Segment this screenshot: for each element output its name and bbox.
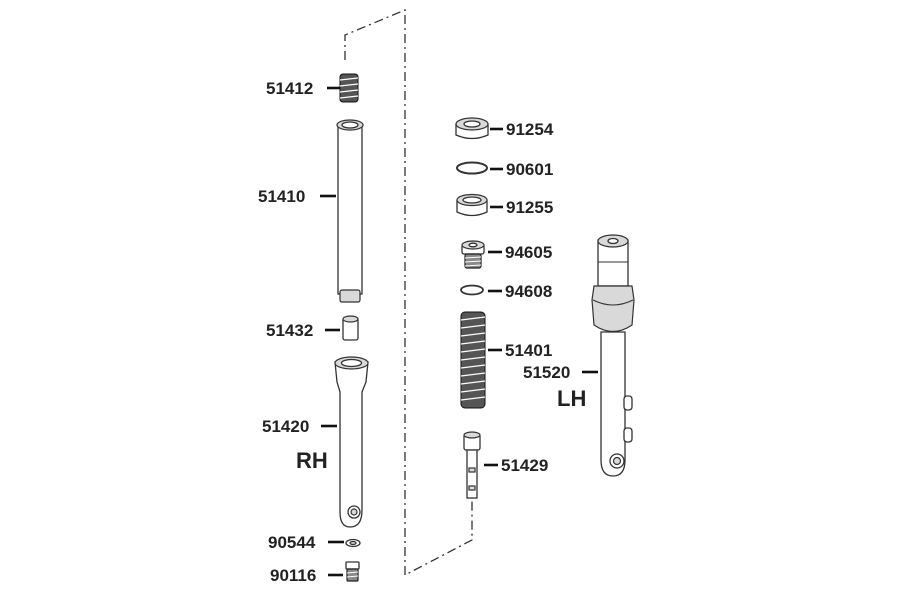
- label-rh: RH: [296, 448, 328, 473]
- label-51520: 51520: [523, 363, 570, 382]
- label-lh: LH: [557, 386, 586, 411]
- label-51420: 51420: [262, 417, 309, 436]
- label-91254: 91254: [506, 120, 554, 139]
- label-94605: 94605: [505, 243, 552, 262]
- part-90544-washer: [345, 538, 361, 548]
- part-51429-damper-rod: [463, 431, 481, 499]
- part-51412-spring: [339, 73, 359, 103]
- part-51420-outer-tube: [334, 356, 369, 528]
- part-91254-seal: [455, 117, 489, 140]
- label-90544: 90544: [268, 533, 316, 552]
- label-51412: 51412: [266, 79, 313, 98]
- part-51520-left-leg: [591, 234, 635, 477]
- part-94605-cap-bolt: [461, 240, 485, 269]
- label-51429: 51429: [501, 456, 548, 475]
- label-51410: 51410: [258, 187, 305, 206]
- part-51432-bushing: [342, 315, 359, 341]
- assembly-line: [344, 9, 473, 577]
- part-91255-oil-seal: [456, 193, 488, 217]
- part-94608-o-ring: [460, 284, 484, 296]
- part-51401-fork-spring: [460, 311, 486, 409]
- part-90116-bolt: [345, 561, 360, 582]
- label-91255: 91255: [506, 198, 553, 217]
- label-90116: 90116: [270, 566, 316, 585]
- label-51401: 51401: [505, 341, 552, 360]
- part-90601-circlip: [456, 161, 488, 175]
- part-51410-inner-tube: [336, 119, 364, 303]
- label-51432: 51432: [266, 321, 313, 340]
- label-90601: 90601: [506, 160, 553, 179]
- label-94608: 94608: [505, 282, 552, 301]
